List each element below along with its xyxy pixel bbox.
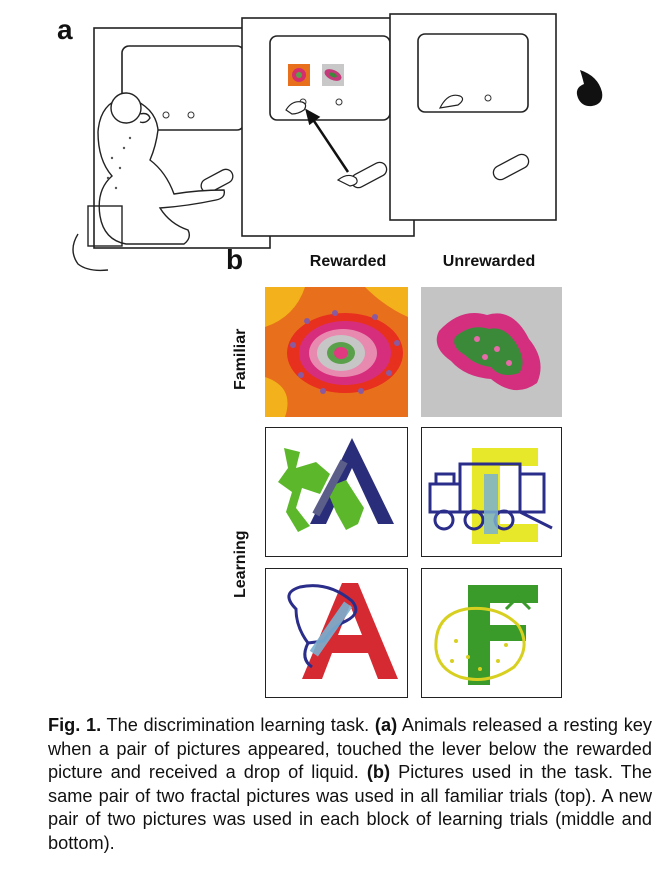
learning-2-unrewarded-picture bbox=[421, 568, 562, 698]
panel-a-label: a bbox=[57, 14, 73, 45]
screen-3 bbox=[389, 13, 557, 221]
caption-part-b-text: Pictures used in the task. The same pair… bbox=[48, 762, 653, 853]
task-illustration bbox=[72, 13, 603, 272]
resting-key-1 bbox=[200, 168, 234, 194]
learning-1-rewarded-picture bbox=[265, 427, 408, 557]
learning-2-rewarded-picture bbox=[265, 568, 408, 698]
familiar-rewarded-fractal bbox=[265, 287, 408, 417]
caption-part-b-label: (b) bbox=[366, 762, 391, 782]
resting-key-3 bbox=[492, 153, 530, 181]
figure-label: Fig. 1. bbox=[48, 715, 102, 735]
learning-1-unrewarded-picture bbox=[421, 427, 562, 557]
hand-touching-lever bbox=[285, 101, 307, 115]
arrow bbox=[305, 108, 350, 173]
keys-screen-1 bbox=[162, 111, 195, 119]
caption-part-a-text: Animals released a resting key when a pa… bbox=[48, 715, 652, 782]
caption-part-a-label: (a) bbox=[374, 715, 398, 735]
figure-caption: Fig. 1. The discrimination learning task… bbox=[48, 714, 652, 855]
liquid-drop-icon bbox=[576, 70, 603, 107]
figure-title: The discrimination learning task. bbox=[106, 715, 370, 735]
screen-2 bbox=[241, 17, 415, 237]
row-header-familiar: Familiar bbox=[232, 328, 249, 390]
familiar-unrewarded-fractal bbox=[421, 287, 562, 417]
monkey-figure bbox=[72, 92, 226, 272]
column-header-unrewarded: Unrewarded bbox=[442, 253, 536, 270]
panel-b-label: b bbox=[226, 244, 244, 275]
row-header-learning: Learning bbox=[232, 530, 249, 598]
column-header-rewarded: Rewarded bbox=[309, 253, 387, 270]
